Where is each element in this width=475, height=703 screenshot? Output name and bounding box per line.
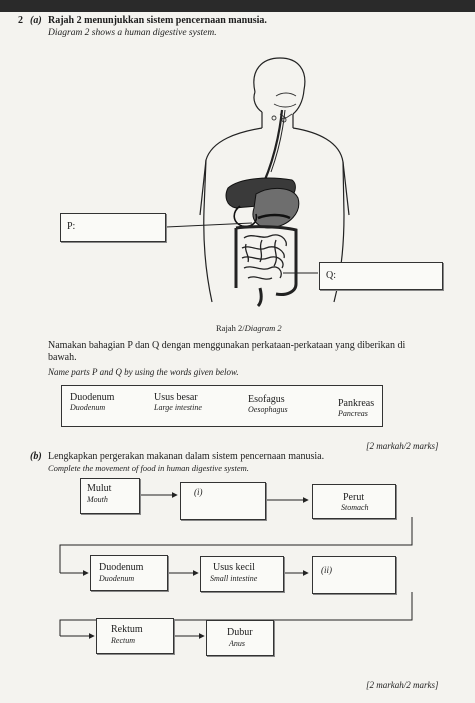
part-a-marks: [2 markah/2 marks]	[366, 441, 439, 451]
part-a-instruction-ms-1: Namakan bahagian P dan Q dengan mengguna…	[48, 340, 406, 351]
part-b-instruction-en: Complete the movement of food in human d…	[48, 463, 249, 473]
flow-box-rectum: Rektum Rectum	[96, 618, 174, 654]
label-p: P:	[67, 221, 76, 232]
word-pancreas: Pankreas Pancreas	[338, 398, 375, 418]
part-b-marks: [2 markah/2 marks]	[366, 680, 439, 690]
top-dark-band	[0, 0, 475, 12]
label-box-p[interactable]: P:	[60, 213, 166, 242]
question-number: 2	[18, 15, 23, 26]
part-b-instruction-ms: Lengkapkan pergerakan makanan dalam sist…	[48, 451, 325, 462]
flow-box-duodenum: Duodenum Duodenum	[90, 555, 168, 591]
caption-ms: Rajah 2/	[216, 323, 245, 333]
diagram-caption: Rajah 2/Diagram 2	[216, 322, 282, 334]
part-a-instruction-ms-2: bawah.	[48, 352, 77, 363]
part-a-instruction-en: Name parts P and Q by using the words gi…	[48, 367, 239, 377]
digestive-system-diagram	[165, 57, 350, 308]
flow-box-blank-ii[interactable]: (ii)	[312, 556, 396, 594]
flow-box-anus: Dubur Anus	[206, 620, 274, 656]
part-a-intro-ms: Rajah 2 menunjukkan sistem pencernaan ma…	[48, 15, 267, 26]
part-a-label: (a)	[30, 15, 42, 26]
flow-box-blank-i[interactable]: (i)	[180, 482, 266, 520]
word-duodenum: Duodenum Duodenum	[70, 392, 115, 412]
flow-box-small-intestine: Usus kecil Small intestine	[200, 556, 284, 592]
label-box-q[interactable]: Q:	[319, 262, 443, 290]
flow-box-stomach: Perut Stomach	[312, 484, 396, 519]
part-a-intro-en: Diagram 2 shows a human digestive system…	[48, 28, 217, 38]
label-q: Q:	[326, 270, 336, 281]
word-bank: Duodenum Duodenum Usus besar Large intes…	[61, 385, 383, 427]
part-b-label: (b)	[30, 451, 42, 462]
word-large-intestine: Usus besar Large intestine	[154, 392, 202, 412]
caption-en: Diagram 2	[244, 323, 282, 333]
flow-box-mouth: Mulut Mouth	[80, 478, 140, 514]
word-oesophagus: Esofagus Oesophagus	[248, 394, 288, 414]
